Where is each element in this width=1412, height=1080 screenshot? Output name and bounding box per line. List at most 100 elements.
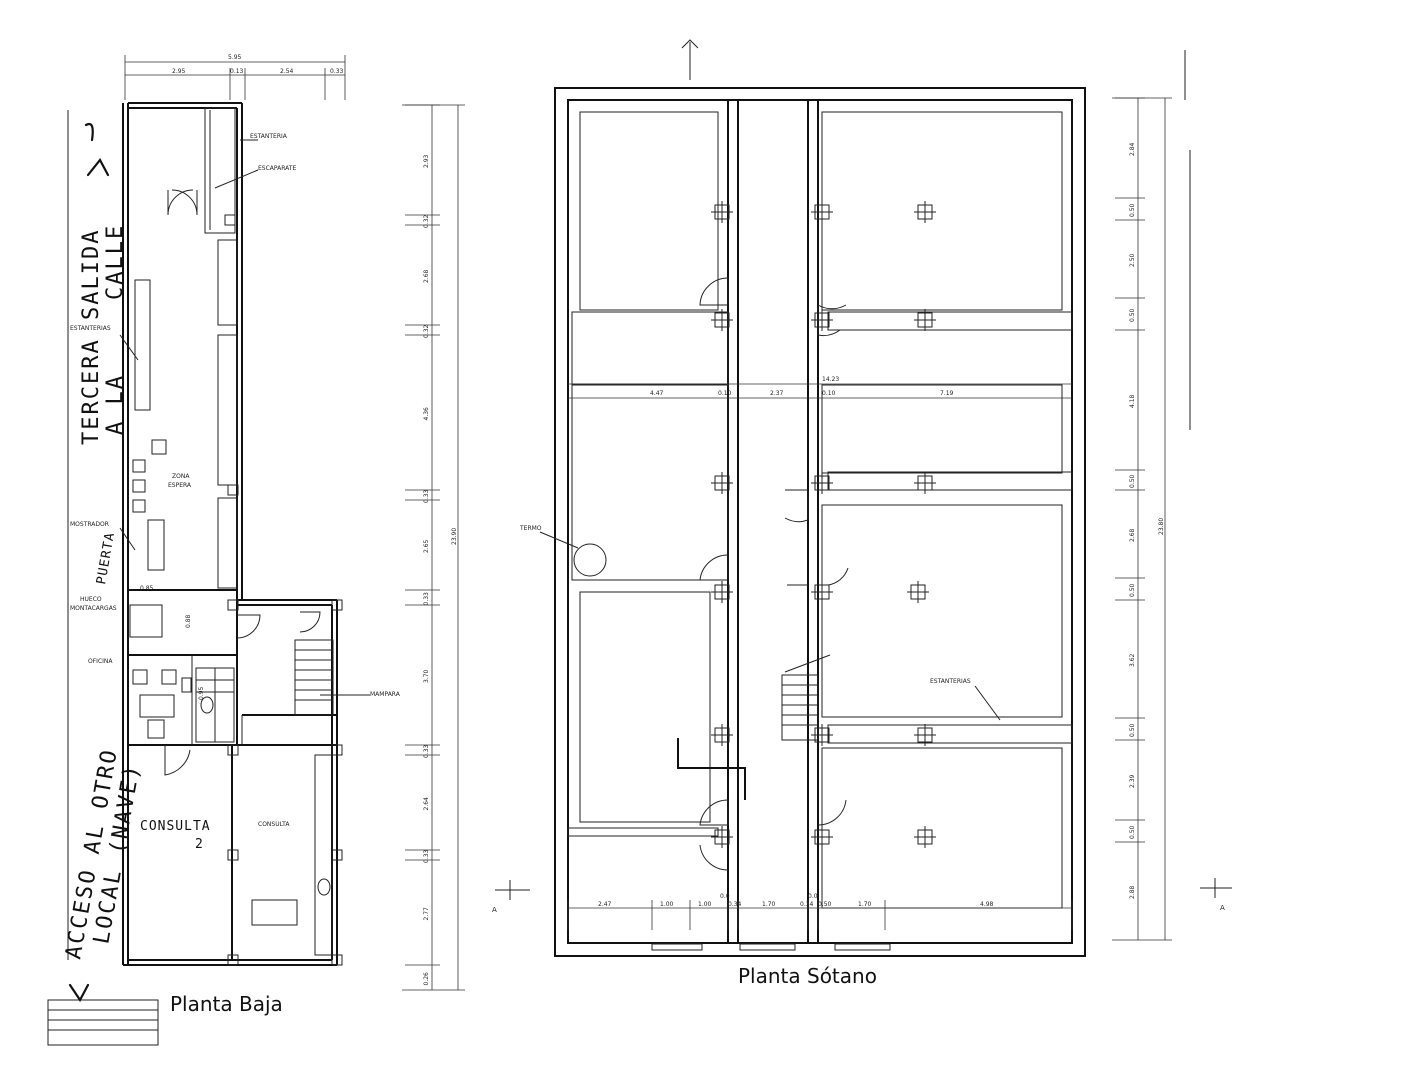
label-termo: TERMO	[519, 525, 542, 532]
section-marker-right: A	[1200, 878, 1232, 912]
basement-side-dim-label: 0.50	[1129, 583, 1136, 597]
basement-bottom-dim-label: 0.34	[800, 901, 814, 908]
column-marker-icon	[914, 309, 936, 331]
label-hueco: HUECO	[80, 596, 102, 603]
section-marker-left: A	[492, 880, 530, 914]
column-marker-icon	[811, 826, 833, 848]
basement-side-dim-label: 0.50	[1129, 203, 1136, 217]
basement-side-dimensions: 2.840.502.500.504.180.502.680.503.620.50…	[1112, 97, 1172, 941]
basement-bottom-dim-label: 2.47	[598, 901, 612, 908]
basement-bottom-dim-label: 0.34	[728, 901, 742, 908]
label-escaparate: ESCAPARATE	[258, 165, 296, 172]
column-marker-icon	[914, 826, 936, 848]
basement-bottom-dim-label: 1.00	[698, 901, 712, 908]
north-marker-icon	[681, 39, 699, 80]
basement-side-dim-label: 2.68	[1129, 528, 1136, 542]
column-marker-icon	[711, 826, 733, 848]
column-marker-icon	[711, 581, 733, 603]
hand-consulta-2: CONSULTA	[140, 819, 211, 834]
label-zona: ZONA	[172, 473, 190, 480]
column-marker-icon	[811, 472, 833, 494]
basement-side-dim-label: 0.50	[1129, 474, 1136, 488]
ground-side-dim-label: 4.36	[423, 407, 430, 421]
ground-floor-plan: 5.95 2.95 0.13 2.54 0.33	[47, 54, 465, 1046]
basement-side-dim-label: 2.88	[1129, 885, 1136, 899]
basement-total-width: 14.23	[822, 376, 839, 383]
dim-095: 0.95	[198, 686, 205, 700]
ground-side-dim-label: 2.93	[423, 154, 430, 168]
ground-dim-1: 2.95	[172, 68, 186, 75]
basement-mid-dim-label: 7.19	[940, 390, 954, 397]
column-marker-icon	[711, 309, 733, 331]
ground-side-total: 23.90	[451, 528, 458, 545]
column-marker-icon	[914, 201, 936, 223]
basement-mid-dim-label: 0.10	[822, 390, 836, 397]
label-basement-estanterias: ESTANTERIAS	[930, 678, 971, 685]
basement-doors	[699, 277, 849, 871]
dim-085: 0.85	[140, 585, 154, 592]
ground-side-dim-label: 0.32	[423, 324, 430, 338]
basement-mid-dim-label: 4.47	[650, 390, 664, 397]
basement-side-dim-label: 0.50	[1129, 308, 1136, 322]
basement-side-dim-label: 0.50	[1129, 825, 1136, 839]
column-marker-icon	[711, 472, 733, 494]
column-marker-icon	[907, 581, 929, 603]
column-marker-icon	[711, 201, 733, 223]
label-estanteria: ESTANTERIA	[250, 133, 288, 140]
basement-bottom-dim-label: 1.70	[858, 901, 872, 908]
label-consulta: CONSULTA	[258, 821, 290, 828]
column-marker-icon	[711, 724, 733, 746]
hand-puerta: PUERTA	[94, 531, 118, 586]
section-label-right: A	[1220, 904, 1225, 912]
ground-dim-total: 5.95	[228, 54, 242, 61]
column-marker-icon	[811, 309, 833, 331]
basement-bottom-small-2: 0.0	[808, 893, 818, 900]
label-estanterias: ESTANTERIAS	[70, 325, 111, 332]
basement-bottom-small-1: 0.0	[720, 893, 730, 900]
label-mampara: MAMPARA	[370, 691, 401, 698]
ground-side-ticks: 2.930.322.680.324.360.332.650.333.700.33…	[405, 104, 440, 986]
basement-bottom-dim-label: 1.00	[660, 901, 674, 908]
ground-top-dimensions: 5.95 2.95 0.13 2.54 0.33	[124, 54, 346, 100]
ground-side-dim-label: 0.32	[423, 214, 430, 228]
ground-side-dim-label: 2.68	[423, 269, 430, 283]
hand-tercera: TERCERA	[79, 338, 104, 445]
ground-dim-3: 2.54	[280, 68, 294, 75]
caption-planta-sotano: Planta Sótano	[738, 964, 877, 988]
label-mostrador: MOSTRADOR	[70, 521, 109, 528]
basement-inner-wall	[567, 99, 1073, 944]
ground-side-dim-label: 3.70	[423, 669, 430, 683]
basement-bottom-dim-label: 0.50	[818, 901, 832, 908]
ground-side-dim-label: 0.33	[423, 744, 430, 758]
ground-labels: ESTANTERIA ESCAPARATE ESTANTERIAS ZONA E…	[70, 133, 401, 828]
basement-side-dim-label: 2.84	[1129, 142, 1136, 156]
basement-outer-wall	[554, 87, 1086, 957]
label-montacargas: MONTACARGAS	[70, 605, 117, 612]
basement-side-dim-label: 2.50	[1129, 253, 1136, 267]
basement-bottom-dims: 2.47 1.00 1.00 0.34 1.70 0.34 0.50 1.70 4.98	[567, 900, 1073, 930]
label-oficina: OFICINA	[88, 658, 113, 665]
ground-side-dim-label: 0.33	[423, 489, 430, 503]
section-label-left: A	[492, 906, 497, 914]
basement-markers	[711, 201, 936, 848]
hand-a-la: A LA	[103, 374, 128, 435]
column-marker-icon	[811, 201, 833, 223]
basement-side-dim-label: 3.62	[1129, 653, 1136, 667]
column-marker-icon	[914, 724, 936, 746]
basement-right-rooms	[821, 111, 1073, 909]
basement-pipe-line	[677, 738, 746, 800]
basement-bottom-dim-label: 1.70	[762, 901, 776, 908]
basement-stairs	[781, 654, 831, 741]
basement-side-dim-label: 2.39	[1129, 774, 1136, 788]
hand-arrow-up-icon	[86, 158, 110, 177]
basement-mid-dim-label: 0.10	[718, 390, 732, 397]
hand-consulta-2-number: 2	[195, 837, 204, 852]
hand-arrow-down-icon	[68, 983, 90, 1003]
ground-walls	[47, 102, 370, 1046]
basement-bottom-dim-label: 4.98	[980, 901, 994, 908]
column-marker-icon	[811, 724, 833, 746]
ground-side-dim-label: 0.33	[423, 849, 430, 863]
hand-squiggle-icon	[84, 122, 94, 142]
